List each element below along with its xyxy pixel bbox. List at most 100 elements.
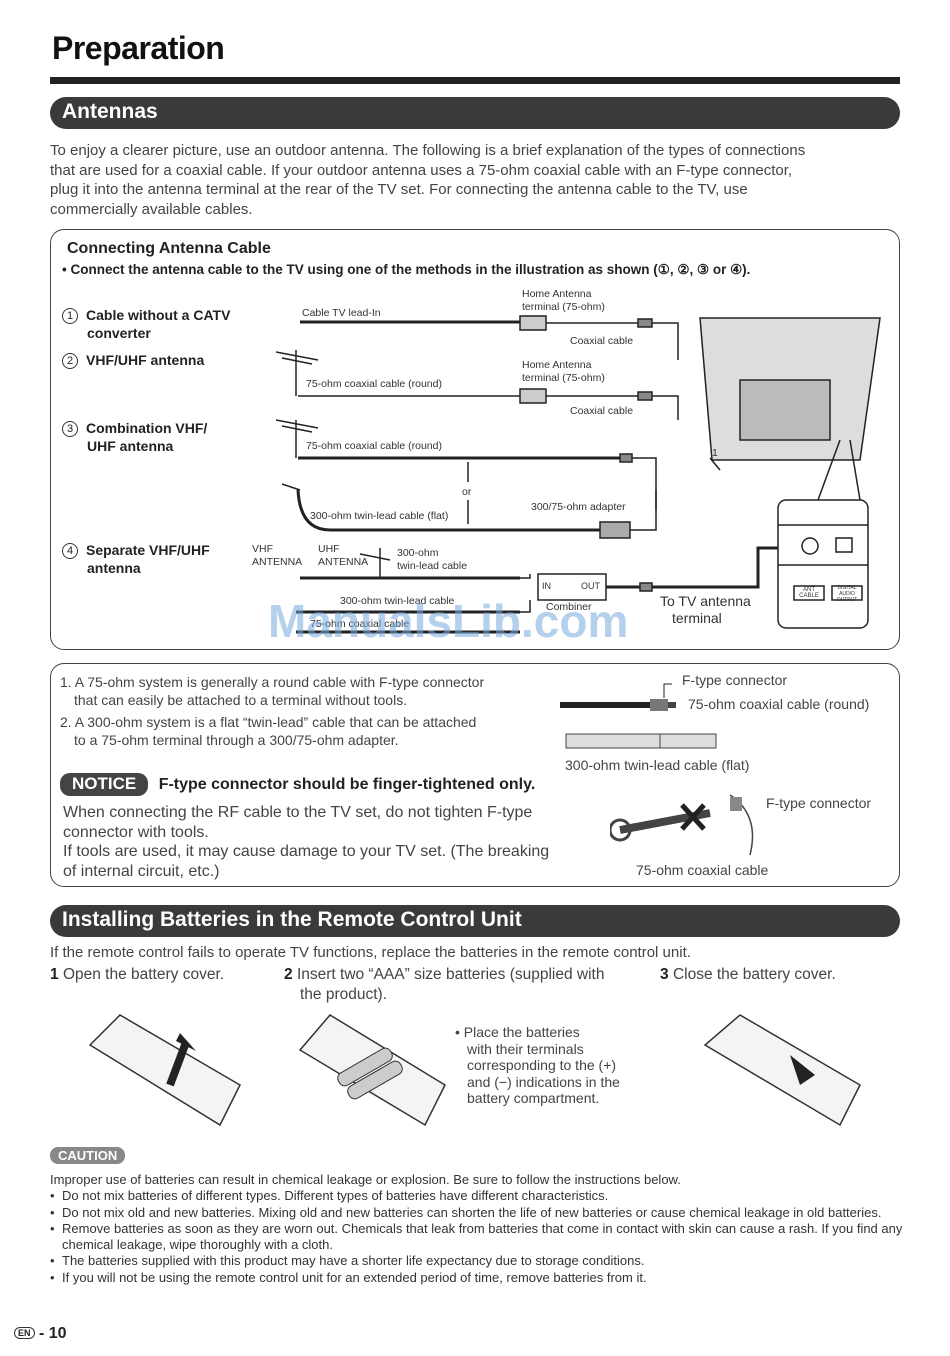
language-badge: EN xyxy=(14,1327,35,1339)
diagram-label: 75-ohm coaxial cable (round) xyxy=(306,440,442,452)
battery-step-1: 1 Open the battery cover. xyxy=(50,965,224,985)
tip-line: • Place the batteries xyxy=(455,1024,580,1040)
diagram-label-line: Home Antenna xyxy=(522,288,592,300)
intro-line: commercially available cables. xyxy=(50,200,253,218)
notice-line: If tools are used, it may cause damage t… xyxy=(63,843,550,860)
notice-line: of internal circuit, etc.) xyxy=(63,862,220,880)
antenna-connection-diagram xyxy=(275,315,881,634)
caution-item: Remove batteries as soon as they are wor… xyxy=(50,1221,910,1254)
step-text: Close the battery cover. xyxy=(672,966,836,983)
diagram-label: or xyxy=(462,486,472,498)
step-text-2: the product). xyxy=(300,985,388,1003)
caution-text: Improper use of batteries can result in … xyxy=(50,1172,910,1286)
method-label-2: converter xyxy=(87,325,151,341)
diagram-label-line: terminal (75-ohm) xyxy=(522,301,605,313)
note-line: to a 75-ohm terminal through a 300/75-oh… xyxy=(74,732,399,748)
diagram-label: 300/75-ohm adapter xyxy=(531,501,626,513)
diagram-label: VHF ANTENNA xyxy=(252,543,302,569)
method-label: VHF/UHF antenna xyxy=(86,352,205,368)
section-bar-batteries: Installing Batteries in the Remote Contr… xyxy=(50,905,900,937)
diagram-label-line: terminal xyxy=(672,610,722,626)
diagram-label: Home Antenna terminal (75-ohm) xyxy=(522,288,605,314)
antenna-connection-box xyxy=(50,229,900,650)
title-rule xyxy=(50,77,900,84)
wrench-coax-label: 75-ohm coaxial cable xyxy=(636,862,769,878)
battery-tip: • Place the batteries with their termina… xyxy=(455,1024,620,1107)
to-tv-antenna-label: To TV antenna terminal xyxy=(660,593,751,627)
section-heading-batteries: Installing Batteries in the Remote Contr… xyxy=(62,908,522,931)
method-number: 2 xyxy=(62,353,78,369)
caution-item: Do not mix batteries of different types.… xyxy=(50,1188,910,1205)
wrench-f-type-label: F-type connector xyxy=(766,795,872,811)
method-label: Separate VHF/UHF xyxy=(86,542,210,558)
battery-step-3: 3 Close the battery cover. xyxy=(660,965,836,985)
notice-text: When connecting the RF cable to the TV s… xyxy=(63,803,549,881)
diagram-label-line: ANTENNA xyxy=(318,556,369,568)
tip-line: corresponding to the (+) xyxy=(467,1057,617,1073)
step-text: Insert two “AAA” size batteries (supplie… xyxy=(296,966,605,983)
tip-text: Place the batteries xyxy=(463,1024,580,1040)
step-number: 2 xyxy=(284,966,293,983)
remote-illustrations xyxy=(88,1014,861,1127)
section-heading-antennas: Antennas xyxy=(62,100,158,123)
jack-label: DIGITAL AUDIO OUTPUT xyxy=(836,585,858,603)
diagram-label-line: ANTENNA xyxy=(252,556,303,568)
tip-line: with their terminals xyxy=(467,1040,584,1057)
note-line: 2. A 300-ohm system is a flat “twin-lead… xyxy=(60,714,477,730)
note-1: 1. A 75-ohm system is generally a round … xyxy=(60,673,484,709)
caution-intro: Improper use of batteries can result in … xyxy=(50,1172,681,1187)
note-line: 1. A 75-ohm system is generally a round … xyxy=(60,674,485,690)
watermark: ManualsLib.com xyxy=(268,595,629,647)
page-number-value: - 10 xyxy=(38,1325,67,1342)
battery-step-2: 2 Insert two “AAA” size batteries (suppl… xyxy=(284,965,604,1004)
cable-illustration xyxy=(560,683,717,749)
method-label: Cable without a CATV xyxy=(86,307,231,323)
twin-lead-label: 300-ohm twin-lead cable (flat) xyxy=(565,757,750,773)
diagram-label: 75-ohm coaxial cable xyxy=(310,618,410,630)
notice-badge: NOTICE xyxy=(60,773,149,796)
diagram-label-line: UHF xyxy=(318,543,340,555)
caution-item: The batteries supplied with this product… xyxy=(50,1253,910,1270)
diagram-label: Combiner xyxy=(546,601,592,613)
tip-line: and (−) indications in the xyxy=(467,1073,620,1090)
diagram-marker: 1 xyxy=(712,447,718,459)
note-2: 2. A 300-ohm system is a flat “twin-lead… xyxy=(60,713,476,749)
diagram-label: 300-ohm twin-lead cable (flat) xyxy=(310,510,449,522)
diagram-label: Coaxial cable xyxy=(570,335,634,347)
notice-line: connector with tools. xyxy=(63,823,209,841)
method-label: Combination VHF/ xyxy=(86,420,208,436)
diagram-label: UHF ANTENNA xyxy=(318,543,368,569)
method-label-2: antenna xyxy=(87,560,141,576)
combiner-out-label: OUT xyxy=(581,581,600,591)
diagram-label: Cable TV lead-In xyxy=(302,307,381,319)
method-label-2: UHF antenna xyxy=(87,438,174,454)
caution-badge: CAUTION xyxy=(50,1147,126,1164)
diagram-label: 300-ohm twin-lead cable xyxy=(397,547,467,573)
section-bar-antennas: Antennas xyxy=(50,97,900,129)
notice-header: NOTICE F-type connector should be finger… xyxy=(60,773,535,796)
coax-round-label: 75-ohm coaxial cable (round) xyxy=(688,696,870,712)
intro-line: To enjoy a clearer picture, use an outdo… xyxy=(50,142,806,159)
caution-item: Do not mix old and new batteries. Mixing… xyxy=(50,1205,910,1222)
note-line: that can easily be attached to a termina… xyxy=(74,692,408,708)
diagram-label-line: To TV antenna xyxy=(660,593,751,609)
caution-item: If you will not be using the remote cont… xyxy=(50,1270,910,1287)
diagram-label-line: twin-lead cable xyxy=(397,560,468,572)
diagram-label-line: Home Antenna xyxy=(522,359,592,371)
step-number: 3 xyxy=(660,966,669,983)
diagram-label-line: 300-ohm xyxy=(397,547,439,559)
notice-title: F-type connector should be finger-tighte… xyxy=(158,776,536,793)
combiner-in-label: IN xyxy=(542,581,551,591)
box-title: Connecting Antenna Cable xyxy=(67,240,271,257)
step-text: Open the battery cover. xyxy=(62,966,225,983)
intro-line: that are used for a coaxial cable. If yo… xyxy=(50,161,793,179)
diagram-label: 75-ohm coaxial cable (round) xyxy=(306,378,442,390)
caution-header: CAUTION xyxy=(50,1147,126,1165)
page-number: EN - 10 xyxy=(14,1325,67,1343)
step-number: 1 xyxy=(50,966,59,983)
diagram-label: 300-ohm twin-lead cable xyxy=(340,595,455,607)
batteries-intro: If the remote control fails to operate T… xyxy=(50,944,691,961)
antennas-intro: To enjoy a clearer picture, use an outdo… xyxy=(50,141,910,219)
